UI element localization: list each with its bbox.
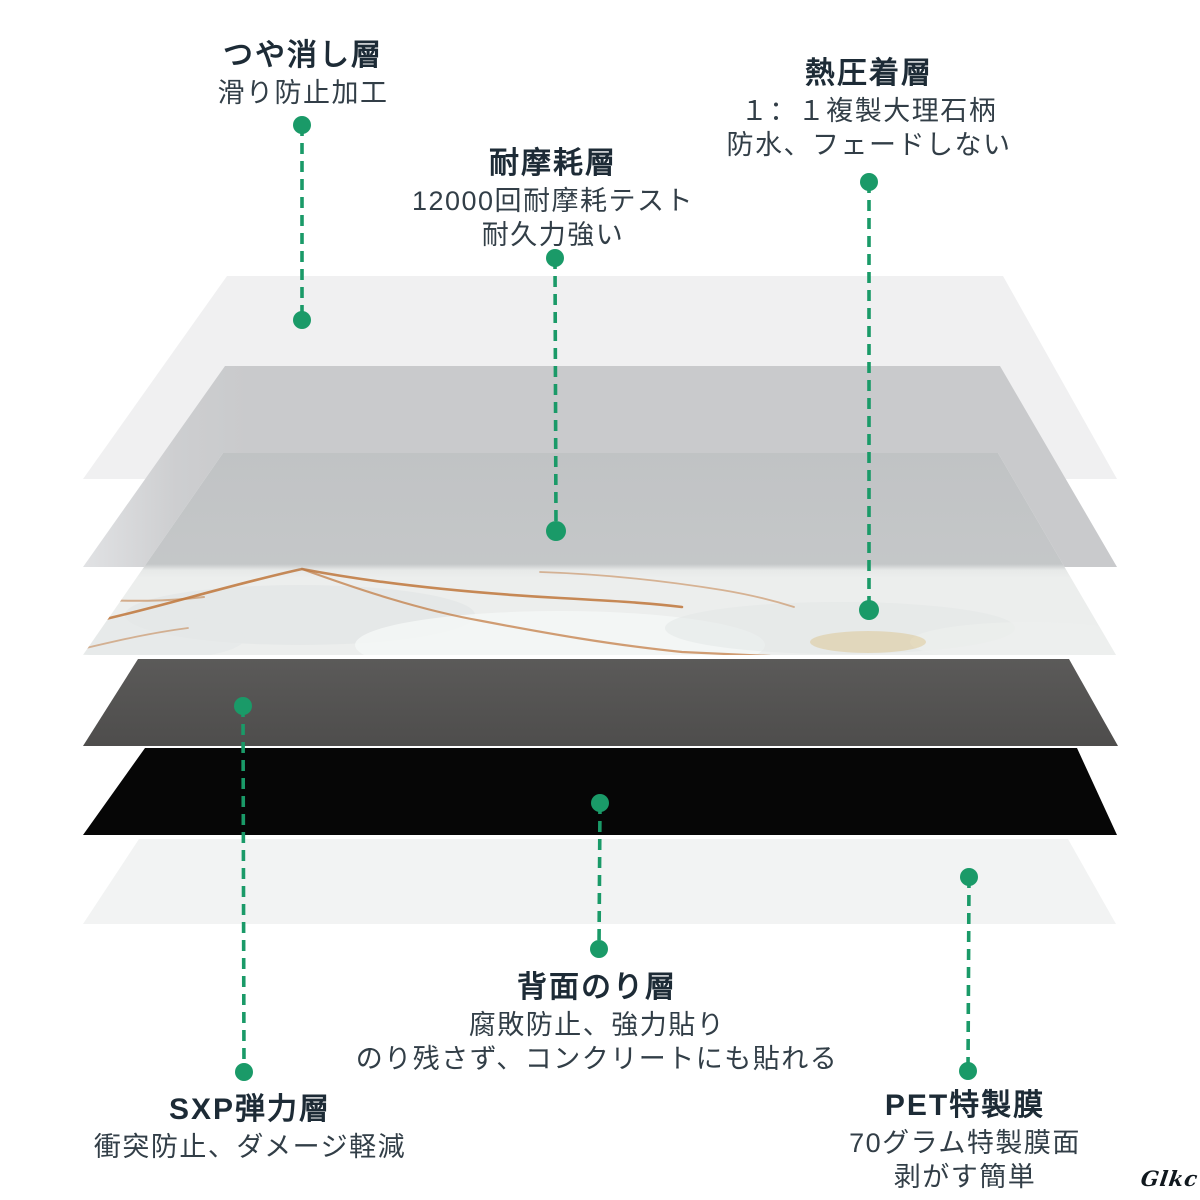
dot-sxp-bottom [235, 1063, 253, 1081]
dot-adhesive-bottom [590, 940, 608, 958]
dot-heat-layer [859, 600, 879, 620]
dot-sxp-layer [234, 697, 252, 715]
marble-layer-shape [83, 453, 1116, 655]
adhesive-layer-shape [83, 748, 1117, 835]
dot-wear-top [546, 249, 564, 267]
watermark: Glkc [1138, 1166, 1200, 1191]
connector-wear [553, 257, 558, 532]
dot-adhesive-layer [591, 794, 609, 812]
dot-pet-bottom [959, 1062, 977, 1080]
connector-adhesive [597, 802, 602, 950]
connector-pet [966, 876, 971, 1072]
dot-wear-layer [546, 521, 566, 541]
sxp-layer-shape [83, 659, 1118, 746]
dot-heat-top [860, 173, 878, 191]
connector-sxp [241, 705, 246, 1073]
dot-pet-layer [960, 868, 978, 886]
dot-matte-layer [293, 311, 311, 329]
dot-matte-top [293, 116, 311, 134]
callout-connectors [241, 125, 971, 1073]
callout-dots [234, 116, 978, 1081]
